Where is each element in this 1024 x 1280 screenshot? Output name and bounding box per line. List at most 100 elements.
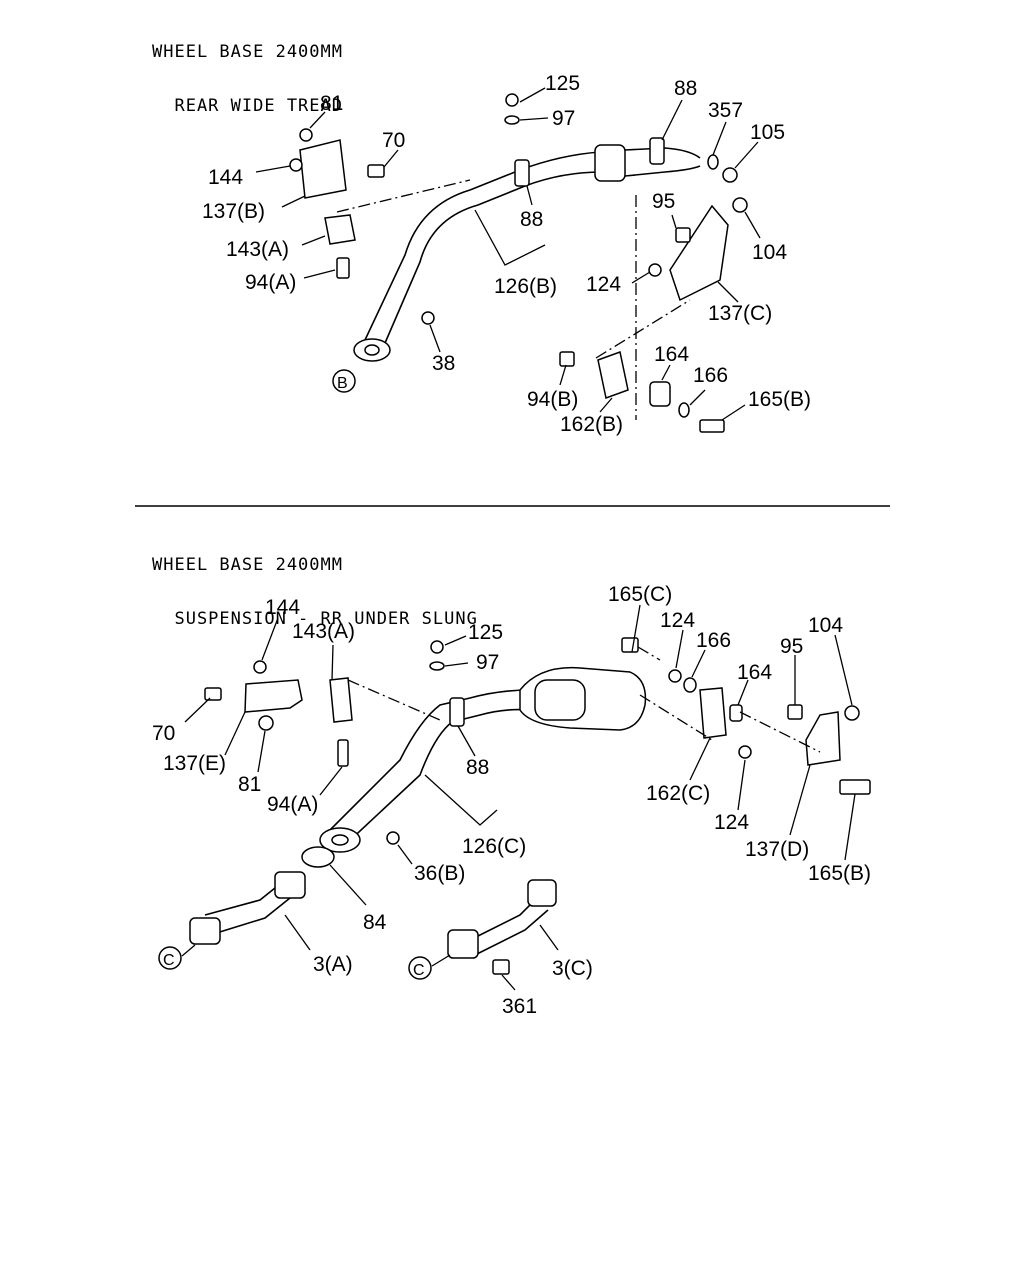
bracket-137e bbox=[244, 679, 303, 713]
label-88-mid: 88 bbox=[520, 208, 543, 231]
clamp-88-b bbox=[649, 137, 665, 165]
leader-137e bbox=[224, 711, 246, 756]
nut-38 bbox=[421, 311, 435, 325]
label-38: 38 bbox=[432, 352, 455, 375]
leader-166 bbox=[689, 389, 706, 406]
label-165c: 165(C) bbox=[608, 583, 672, 606]
leader-105 bbox=[734, 141, 759, 169]
bolt-361 bbox=[492, 959, 510, 975]
bolt-95-bottom bbox=[787, 704, 803, 720]
nut-124-bottom-b bbox=[738, 745, 752, 759]
nut-104-bottom bbox=[844, 705, 860, 721]
label-97-bottom: 97 bbox=[476, 651, 499, 674]
leader-81-bottom bbox=[257, 730, 266, 773]
leader-callout-c1 bbox=[181, 944, 196, 957]
leader-357 bbox=[712, 121, 727, 156]
label-144-bottom: 144 bbox=[265, 596, 300, 619]
label-81-bottom: 81 bbox=[238, 773, 261, 796]
bolt-94a bbox=[336, 257, 350, 279]
flange-b-hole bbox=[364, 344, 380, 356]
label-361: 361 bbox=[502, 995, 537, 1018]
flange-3c-left bbox=[447, 929, 479, 959]
label-105: 105 bbox=[750, 121, 785, 144]
nut-105 bbox=[722, 167, 738, 183]
nut-81-bottom bbox=[258, 715, 274, 731]
label-97: 97 bbox=[552, 107, 575, 130]
bottom-diagram: 165(C) 124 166 104 164 95 144 143(A) 125… bbox=[152, 583, 871, 1018]
bolt-70-bottom bbox=[204, 687, 222, 701]
leader-126c bbox=[424, 774, 498, 826]
leader-36b bbox=[397, 844, 413, 865]
leader-124-bottom-a bbox=[675, 629, 684, 669]
label-124-bottom-a: 124 bbox=[660, 609, 695, 632]
rubber-164-bottom bbox=[729, 704, 743, 722]
leader-165b bbox=[721, 404, 746, 421]
label-81: 81 bbox=[320, 92, 343, 115]
section-title-2-line2: SUSPENSION - RR UNDER SLUNG bbox=[152, 609, 478, 629]
centerline-bottom-3 bbox=[739, 711, 821, 753]
centerline-bottom-4 bbox=[637, 646, 661, 661]
clamp-88-a bbox=[514, 159, 530, 187]
label-94b: 94(B) bbox=[527, 388, 578, 411]
nut-144-bottom bbox=[253, 660, 267, 674]
leader-166-bottom bbox=[691, 649, 706, 678]
label-70: 70 bbox=[382, 129, 405, 152]
bracket-143a bbox=[324, 214, 356, 245]
label-143a: 143(A) bbox=[226, 238, 289, 261]
leader-81 bbox=[309, 111, 326, 129]
front-pipe-bottom bbox=[329, 689, 531, 846]
bolt-165b-bottom bbox=[839, 779, 871, 795]
leader-97 bbox=[519, 117, 549, 121]
label-137c: 137(C) bbox=[708, 302, 772, 325]
bracket-162b bbox=[597, 350, 629, 400]
section-title-2-line1: WHEEL BASE 2400MM bbox=[152, 555, 343, 575]
leader-144 bbox=[255, 165, 291, 173]
leader-125-bottom bbox=[444, 635, 467, 646]
leader-126b bbox=[474, 209, 546, 266]
leader-137d bbox=[789, 764, 811, 836]
label-164: 164 bbox=[654, 343, 689, 366]
label-125: 125 bbox=[545, 72, 580, 95]
leader-callout-c2 bbox=[431, 954, 451, 967]
bolt-94a-bottom bbox=[337, 739, 349, 767]
label-166-bottom: 166 bbox=[696, 629, 731, 652]
catalytic-converter-top bbox=[594, 144, 626, 182]
label-144: 144 bbox=[208, 166, 243, 189]
label-137b: 137(B) bbox=[202, 200, 265, 223]
leader-94b bbox=[559, 364, 567, 386]
nut-36b bbox=[386, 831, 400, 845]
section-title-1-line1: WHEEL BASE 2400MM bbox=[152, 42, 343, 62]
label-162b: 162(B) bbox=[560, 413, 623, 436]
converter-shield bbox=[534, 679, 586, 721]
leader-88-top bbox=[661, 99, 683, 141]
washer-166 bbox=[678, 402, 690, 418]
bolt-70 bbox=[367, 164, 385, 178]
washer-357 bbox=[707, 154, 719, 170]
leader-144-bottom bbox=[261, 617, 279, 661]
callout-c2-label: C bbox=[413, 962, 425, 979]
leader-137b bbox=[281, 195, 306, 208]
nut-104 bbox=[732, 197, 748, 213]
leader-94a-bottom bbox=[319, 766, 343, 796]
leader-143a-bottom bbox=[331, 644, 334, 681]
leader-94a bbox=[303, 269, 336, 279]
centerline-top-3 bbox=[595, 299, 691, 359]
label-88-bottom: 88 bbox=[466, 756, 489, 779]
label-162c: 162(C) bbox=[646, 782, 710, 805]
leader-84 bbox=[329, 864, 367, 906]
nut-124 bbox=[648, 263, 662, 277]
label-36b: 36(B) bbox=[414, 862, 465, 885]
label-70-bottom: 70 bbox=[152, 722, 175, 745]
bracket-137d bbox=[805, 711, 841, 766]
front-pipe-top bbox=[364, 151, 603, 351]
flange-front-hole bbox=[331, 834, 349, 846]
label-126b: 126(B) bbox=[494, 275, 557, 298]
label-95: 95 bbox=[652, 190, 675, 213]
leader-125 bbox=[519, 87, 546, 103]
leader-361 bbox=[501, 974, 516, 991]
rear-pipe-top bbox=[624, 147, 701, 177]
bracket-143a-bottom bbox=[329, 677, 353, 723]
leader-165b-bottom bbox=[844, 793, 856, 861]
label-124: 124 bbox=[586, 273, 621, 296]
leader-104-bottom bbox=[834, 634, 853, 706]
